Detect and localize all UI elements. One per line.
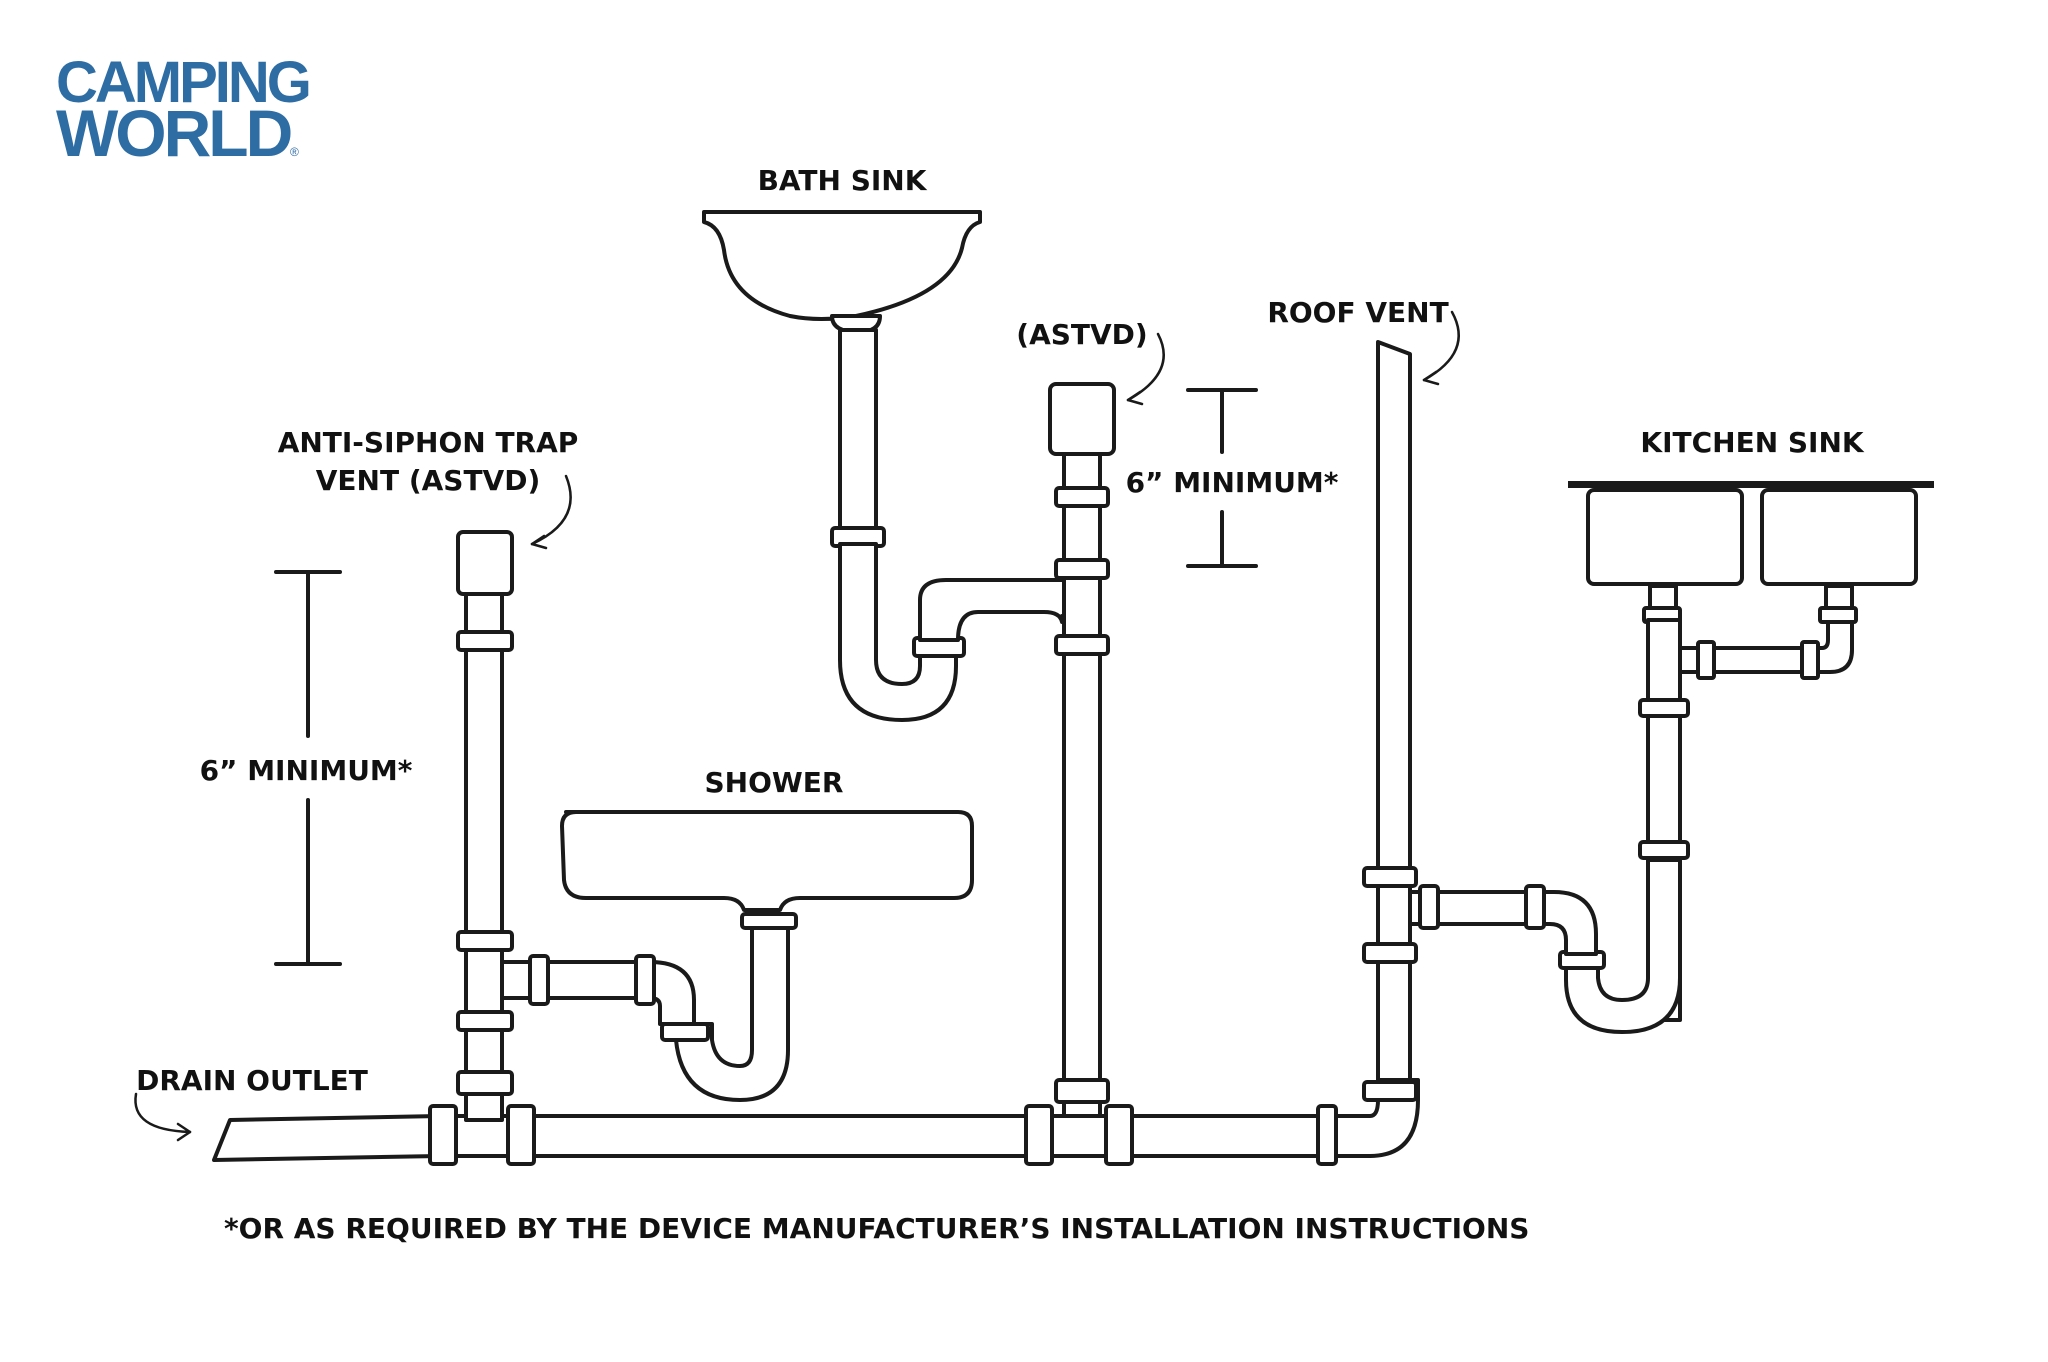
logo-line-camping: CAMPING (56, 50, 309, 115)
main-drain-run (438, 1114, 1372, 1158)
drain-coupling-3 (1024, 1104, 1054, 1166)
left-vent-coupling-1 (456, 630, 514, 652)
camping-world-logo: CAMPING WORLD ® (56, 50, 312, 170)
shower-drain-flange (740, 912, 798, 930)
logo-line-world: WORLD (56, 96, 291, 170)
middle-vent-pipe (1062, 450, 1102, 1118)
footnote: *OR AS REQUIRED BY THE DEVICE MANUFACTUR… (224, 1212, 1529, 1245)
kitchen-countertop (1568, 481, 1934, 488)
middle-vent-coupling-4 (1054, 1078, 1110, 1104)
label-anti-siphon-line1: ANTI-SIPHON TRAP (278, 426, 579, 459)
left-vent-coupling-3 (456, 1010, 514, 1032)
roof-vent-coupling-1 (1362, 866, 1418, 888)
logo-registered-mark: ® (290, 145, 299, 159)
label-kitchen-sink: KITCHEN SINK (1640, 426, 1865, 459)
roof-vent-coupling-3 (1362, 1080, 1418, 1102)
shower-pan (560, 810, 974, 912)
label-astvd-short: (ASTVD) (1016, 318, 1147, 351)
left-vent-coupling-2 (456, 930, 514, 952)
kitchen-sink (1408, 481, 1934, 1034)
kitchen-p-trap (1564, 858, 1682, 1034)
label-drain-outlet: DRAIN OUTLET (136, 1064, 368, 1097)
bath-sink-p-trap (838, 542, 958, 722)
left-vent-coupling-4 (456, 1070, 514, 1096)
left-dimension-marker (274, 570, 342, 966)
label-shower: SHOWER (705, 766, 844, 799)
middle-vent-coupling-1 (1054, 486, 1110, 508)
kitchen-basin-right (1760, 488, 1918, 586)
left-astvd-device (456, 530, 514, 596)
middle-vent-coupling-3 (1054, 634, 1110, 656)
roof-vent-coupling-2 (1362, 942, 1418, 964)
drain-coupling-2 (506, 1104, 536, 1166)
labels: BATH SINK (ASTVD) ROOF VENT KITCHEN SINK… (136, 164, 1865, 1245)
right-dimension-marker (1186, 388, 1258, 568)
bath-sink-tailpiece (838, 328, 878, 532)
kitchen-trap-arm (1408, 890, 1598, 956)
drain-coupling-5 (1316, 1104, 1338, 1166)
middle-astvd-stack (1048, 382, 1116, 1118)
bath-sink (702, 210, 1072, 722)
label-min-left: 6” MINIMUM* (200, 754, 413, 787)
bath-sink-basin (702, 210, 982, 321)
roof-vent-pipe (1376, 340, 1412, 1082)
callout-arrows (134, 310, 1460, 1142)
shower-arm-coupling-1 (528, 954, 550, 1006)
drain-coupling-1 (428, 1104, 458, 1166)
kitchen-basin-left (1586, 488, 1744, 586)
shower (500, 810, 974, 1102)
left-astvd-stack (456, 530, 514, 1122)
bath-trap-arm (918, 578, 1072, 642)
label-min-right: 6” MINIMUM* (1126, 466, 1339, 499)
shower-arm-coupling-2 (634, 954, 656, 1006)
label-anti-siphon-line2: VENT (ASTVD) (316, 464, 541, 497)
middle-astvd-device (1048, 382, 1116, 456)
shower-trap-nut (660, 1022, 710, 1042)
drain-outlet-pipe (212, 1114, 442, 1162)
roof-vent (1362, 340, 1418, 1102)
label-bath-sink: BATH SINK (758, 164, 928, 197)
drain-coupling-4 (1104, 1104, 1134, 1166)
main-drain-pipe (212, 1078, 1420, 1166)
middle-vent-coupling-2 (1054, 558, 1110, 580)
label-roof-vent: ROOF VENT (1267, 296, 1448, 329)
drain-outlet-arrow (134, 1092, 192, 1134)
left-vent-pipe (464, 590, 504, 1122)
